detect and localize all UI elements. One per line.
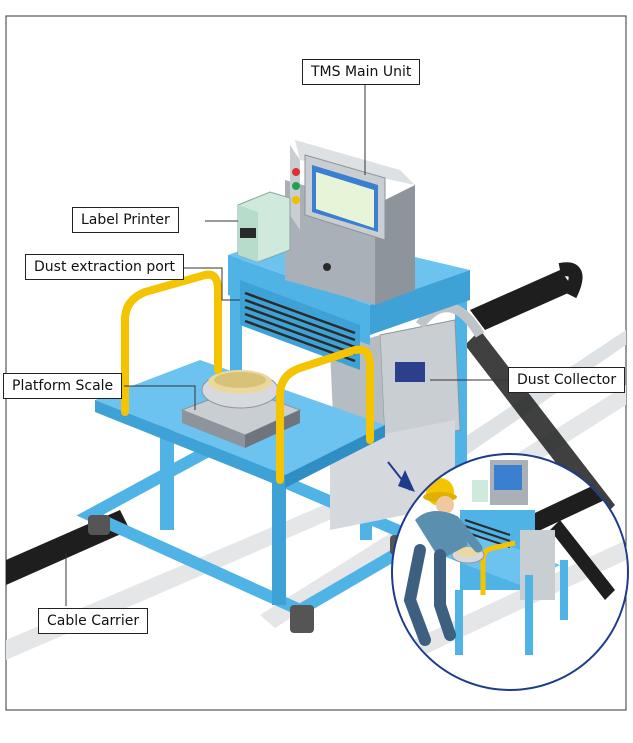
platform-scale [180, 370, 302, 448]
label-label-printer: Label Printer [72, 207, 179, 233]
label-dust-collector: Dust Collector [508, 367, 626, 393]
label-dust-extraction-port: Dust extraction port [25, 254, 185, 280]
label-printer [237, 191, 291, 263]
tms-main-unit [285, 140, 415, 305]
label-tms-main-unit: TMS Main Unit [302, 59, 421, 85]
leader-lines [65, 84, 508, 606]
label-platform-scale: Platform Scale [3, 373, 123, 399]
inset-circle-view [387, 453, 629, 691]
handrails [121, 270, 374, 484]
worker-figure [403, 478, 483, 646]
label-cable-carrier: Cable Carrier [38, 608, 149, 634]
